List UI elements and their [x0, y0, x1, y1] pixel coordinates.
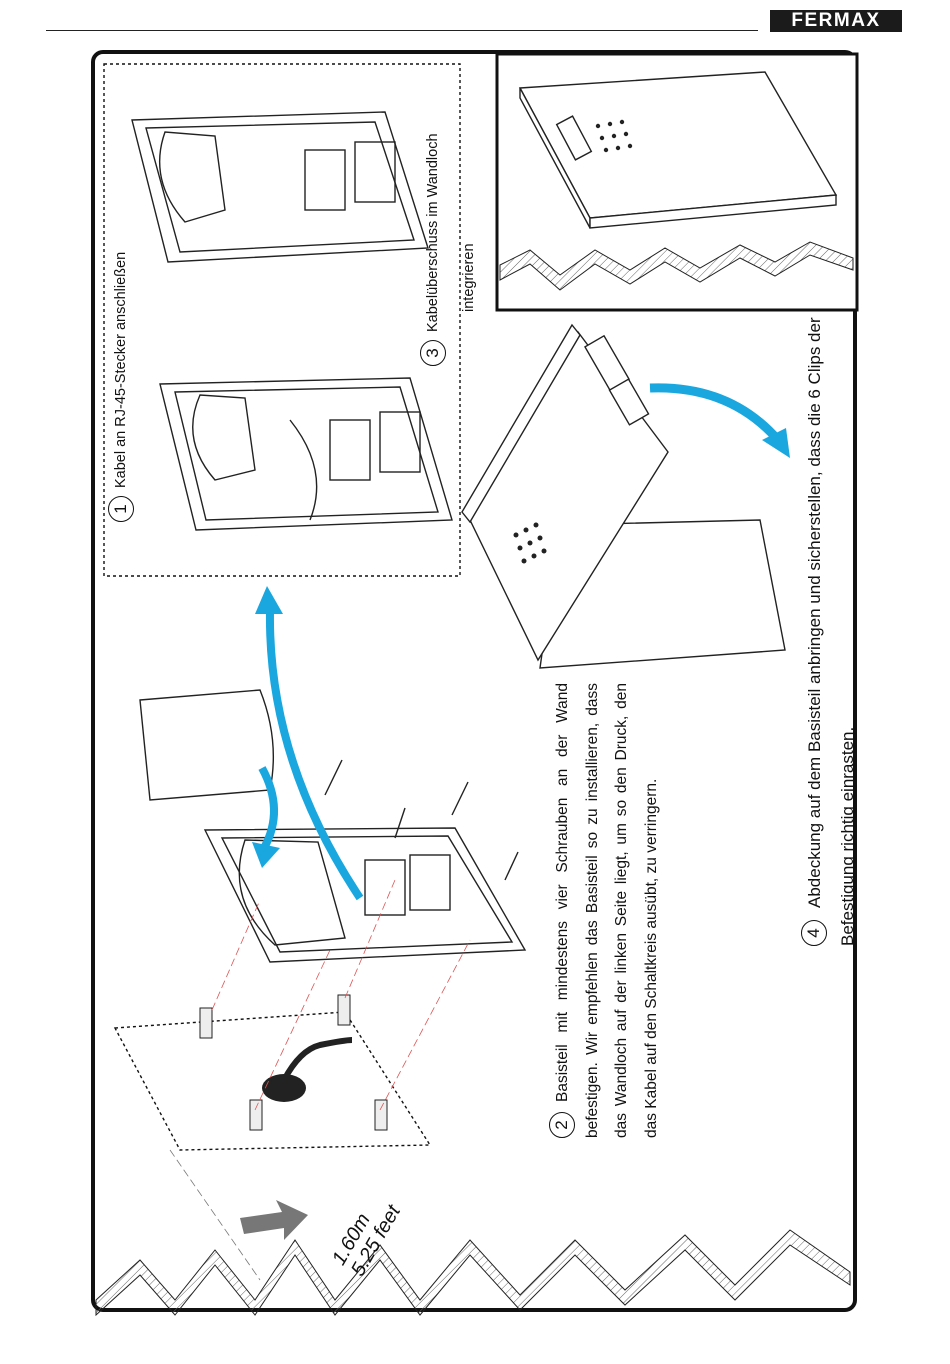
base-plate-detail-2: [131, 111, 429, 263]
screws: [324, 759, 519, 881]
close-arrow: [649, 383, 782, 443]
height-arrow: [240, 1200, 308, 1240]
wall-plugs: [199, 994, 388, 1131]
wall-break-bottom: [95, 1229, 851, 1317]
rotate-arrow: [258, 766, 278, 850]
keypad-dots: [513, 522, 547, 564]
brand-logo: FERMAX: [770, 10, 902, 32]
connect-arrow: [265, 611, 364, 901]
step-3-label: 3 Kabelüberschuss im Wandloch: [420, 133, 446, 366]
detail-box: [103, 63, 461, 577]
cable: [281, 1037, 353, 1082]
step-1-label: 1 Kabel an RJ-45-Stecker anschließen: [108, 252, 134, 522]
step-2-text: Basisteil mit mindestens vier Schrauben …: [554, 683, 660, 1138]
closed-unit: [518, 71, 838, 229]
step-3-label-line2: integrieren: [461, 243, 477, 312]
step-2-number: 2: [549, 1112, 575, 1138]
step-3-number: 3: [420, 340, 446, 366]
step-1-number: 1: [108, 496, 134, 522]
base-plate-detail-1: [159, 377, 453, 531]
step-4-number: 4: [801, 920, 827, 946]
height-line: [169, 1149, 261, 1281]
instruction-frame: [91, 50, 857, 1312]
wall-mount-base: [139, 689, 527, 963]
wall-hole: [262, 1074, 306, 1102]
wall-area: [113, 1011, 432, 1151]
step-1-text: Kabel an RJ-45-Stecker anschließen: [112, 251, 129, 488]
inset-keypad-dots: [595, 119, 633, 153]
cover-assembly: [461, 323, 786, 669]
step-3-text-line1: Kabelüberschuss im Wandloch: [424, 133, 441, 332]
step-4-text: Abdeckung auf dem Basisteil anbringen un…: [805, 317, 857, 946]
header-rule: [46, 30, 758, 31]
wall-break-inset: [499, 241, 854, 291]
